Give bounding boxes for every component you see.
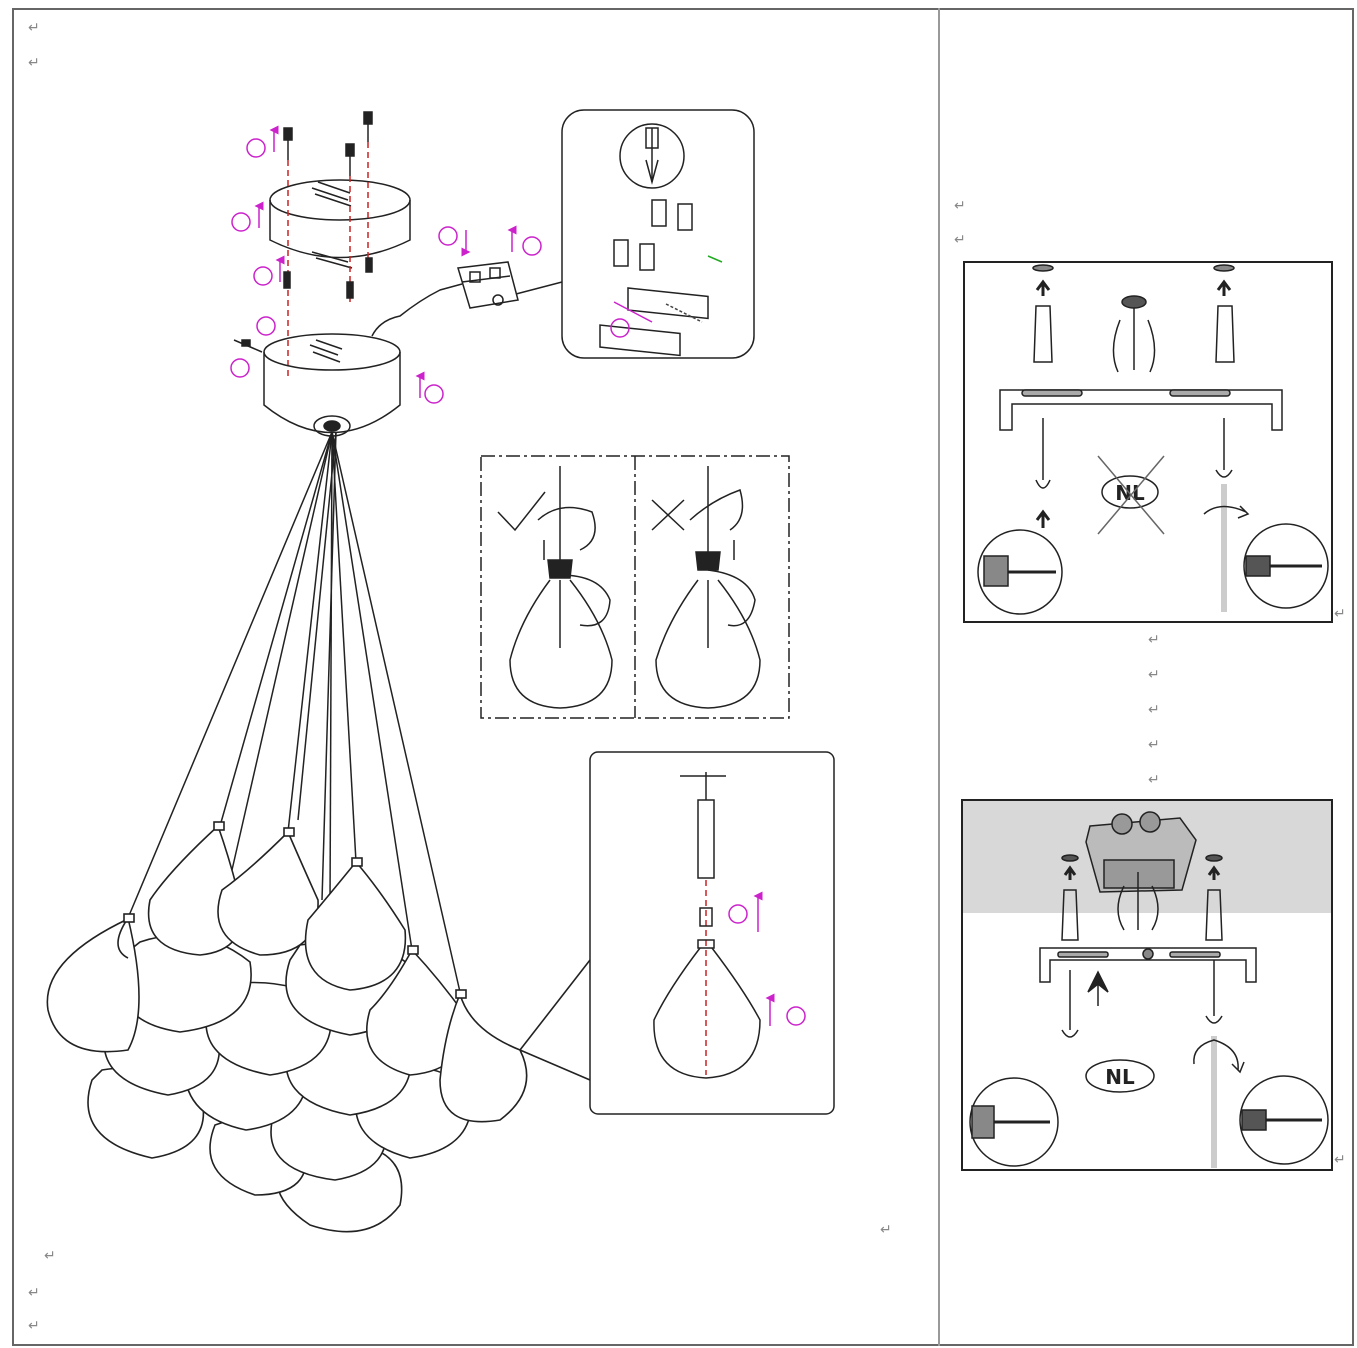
- column-divider: [938, 8, 940, 1346]
- bulb-cluster: [46, 821, 591, 1233]
- paragraph-mark: ↵: [1148, 772, 1160, 788]
- mounting-ring: [269, 179, 411, 269]
- nl-label: NL: [1105, 1065, 1135, 1089]
- paragraph-mark: ↵: [1148, 667, 1160, 683]
- canopy-assembly: [233, 111, 563, 437]
- paragraph-mark: ↵: [954, 232, 966, 248]
- paragraph-mark: ↵: [954, 198, 966, 214]
- screwdriver-icon: [1239, 1075, 1329, 1165]
- terminal-block: [457, 261, 519, 309]
- paragraph-mark: ↵: [1148, 702, 1160, 718]
- step-markers: [230, 125, 542, 404]
- paragraph-mark: ↵: [28, 55, 40, 71]
- pendant-cables: [127, 431, 461, 993]
- paragraph-mark: ↵: [28, 20, 40, 36]
- paragraph-mark: ↵: [28, 1318, 40, 1334]
- inset-terminal-detail: [561, 109, 755, 359]
- paragraph-mark: ↵: [880, 1222, 892, 1238]
- paragraph-mark: ↵: [1334, 606, 1346, 622]
- drill-icon: [977, 529, 1063, 615]
- paragraph-mark: ↵: [1148, 737, 1160, 753]
- inset-bulb-detail: [589, 751, 835, 1115]
- paragraph-mark: ↵: [1148, 632, 1160, 648]
- paragraph-mark: ↵: [28, 1285, 40, 1301]
- junction-box: [1085, 811, 1197, 893]
- bracket-figure-incorrect: NL: [963, 261, 1333, 623]
- canopy: [263, 333, 401, 437]
- bracket-figure-correct: NL: [961, 799, 1333, 1171]
- page-frame: [12, 8, 1354, 1346]
- wrong-cross-icon: [651, 499, 685, 531]
- screwdriver-icon: [1243, 523, 1329, 609]
- alignment-guides: [287, 142, 369, 380]
- paragraph-mark: ↵: [44, 1248, 56, 1264]
- drill-icon: [969, 1077, 1059, 1167]
- screw-icon: [283, 111, 373, 176]
- inset-bulb-handling: [480, 455, 790, 719]
- paragraph-mark: ↵: [1334, 1152, 1346, 1168]
- correct-check-icon: [497, 491, 546, 532]
